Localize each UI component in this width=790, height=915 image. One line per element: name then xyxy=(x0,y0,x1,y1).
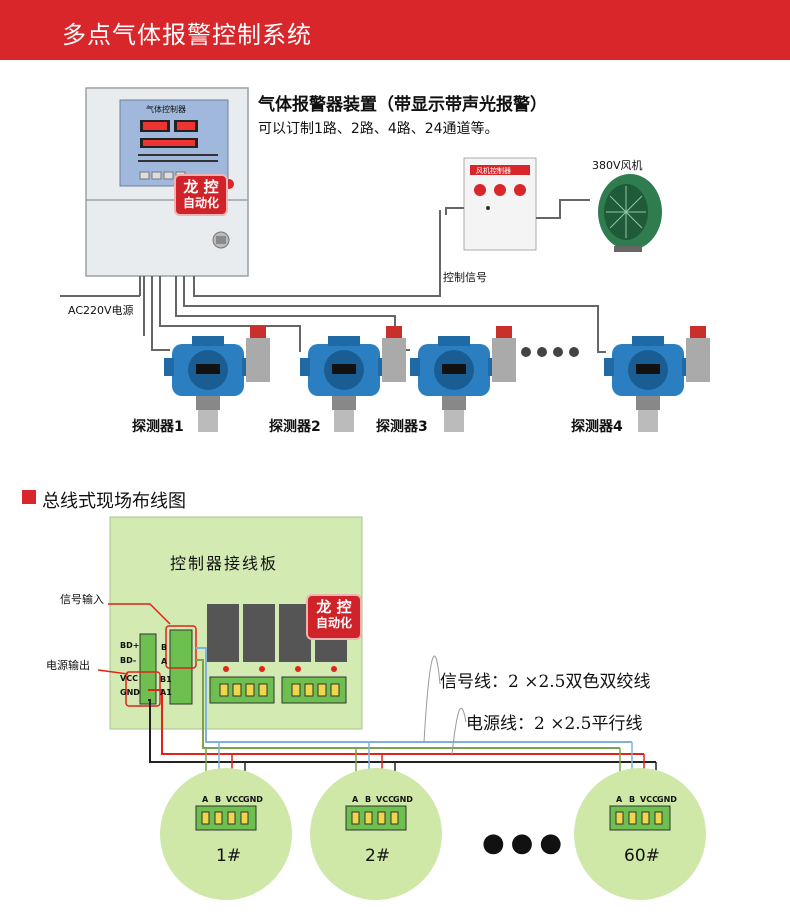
node-1-terminal-gnd: GND xyxy=(243,795,263,804)
title-banner: 多点气体报警控制系统 xyxy=(0,0,790,60)
terminal-left-2: BD- xyxy=(120,656,137,665)
node-2-terminal-b: B xyxy=(365,795,372,804)
brand-watermark-bottom: 龙 控自动化 xyxy=(308,596,360,638)
node-1-terminal-vcc: VCC xyxy=(226,795,244,804)
terminal-right-2: A xyxy=(161,657,168,666)
node-2-terminal-gnd: GND xyxy=(393,795,413,804)
section-title: 总线式现场布线图 xyxy=(42,491,186,512)
node-1-terminal-b: B xyxy=(215,795,222,804)
signal-wire-label: 信号线：2 ×2.5双色双绞线 xyxy=(440,672,651,692)
detector-4-icon xyxy=(604,326,710,432)
terminal-left-3: VCC xyxy=(120,674,138,683)
section-bullet xyxy=(22,490,36,504)
detector-2-icon xyxy=(300,326,406,432)
node-2 xyxy=(310,768,442,900)
cabinet-label: 气体控制器 xyxy=(146,105,186,114)
node-2-terminal-vcc: VCC xyxy=(376,795,394,804)
node-1-label: 1# xyxy=(216,846,242,866)
terminal-right-3: B1 xyxy=(160,675,172,684)
node-60-terminal-a: A xyxy=(616,795,623,804)
device-title: 气体报警器装置（带显示带声光报警） xyxy=(258,95,547,115)
fan-label: 380V风机 xyxy=(592,159,643,172)
node-1 xyxy=(160,768,292,900)
power-output-label: 电源输出 xyxy=(46,659,90,672)
power-wire-label: 电源线：2 ×2.5平行线 xyxy=(466,714,643,734)
fan-icon xyxy=(598,174,662,252)
detector-4-label: 探测器4 xyxy=(571,419,623,435)
detector-ellipsis-dots xyxy=(521,347,579,357)
signal-input-label: 信号输入 xyxy=(60,593,104,606)
node-60-terminal-vcc: VCC xyxy=(640,795,658,804)
node-60-terminal-b: B xyxy=(629,795,636,804)
node-60 xyxy=(574,768,706,900)
detector-2-label: 探测器2 xyxy=(269,419,321,435)
board-title: 控制器接线板 xyxy=(170,554,279,573)
detector-3-icon xyxy=(410,326,516,432)
terminal-left-4: GND xyxy=(120,688,140,697)
fan-control-box xyxy=(463,157,537,251)
power-supply-label: AC220V电源 xyxy=(68,304,134,317)
bus-wires xyxy=(148,647,656,763)
node-2-terminal-a: A xyxy=(352,795,359,804)
detector-1-icon xyxy=(164,326,270,432)
node-60-label: 60# xyxy=(624,846,660,866)
control-signal-label: 控制信号 xyxy=(443,271,487,284)
node-2-label: 2# xyxy=(365,846,391,866)
node-ellipsis: ●●● xyxy=(482,828,569,858)
detector-1-label: 探测器1 xyxy=(132,419,184,435)
terminal-right-4: A1 xyxy=(160,688,172,697)
label-arrows xyxy=(97,603,171,675)
node-60-terminal-gnd: GND xyxy=(657,795,677,804)
detector-3-label: 探测器3 xyxy=(376,419,428,435)
fan-box-label: 风机控制器 xyxy=(476,167,511,175)
terminal-left-1: BD+ xyxy=(120,641,140,650)
banner-title: 多点气体报警控制系统 xyxy=(62,21,312,49)
node-1-terminal-a: A xyxy=(202,795,209,804)
terminal-right-1: B xyxy=(161,643,168,652)
device-subtitle: 可以订制1路、2路、4路、24通道等。 xyxy=(258,121,499,137)
brand-watermark-top: 龙 控自动化 xyxy=(176,176,226,214)
